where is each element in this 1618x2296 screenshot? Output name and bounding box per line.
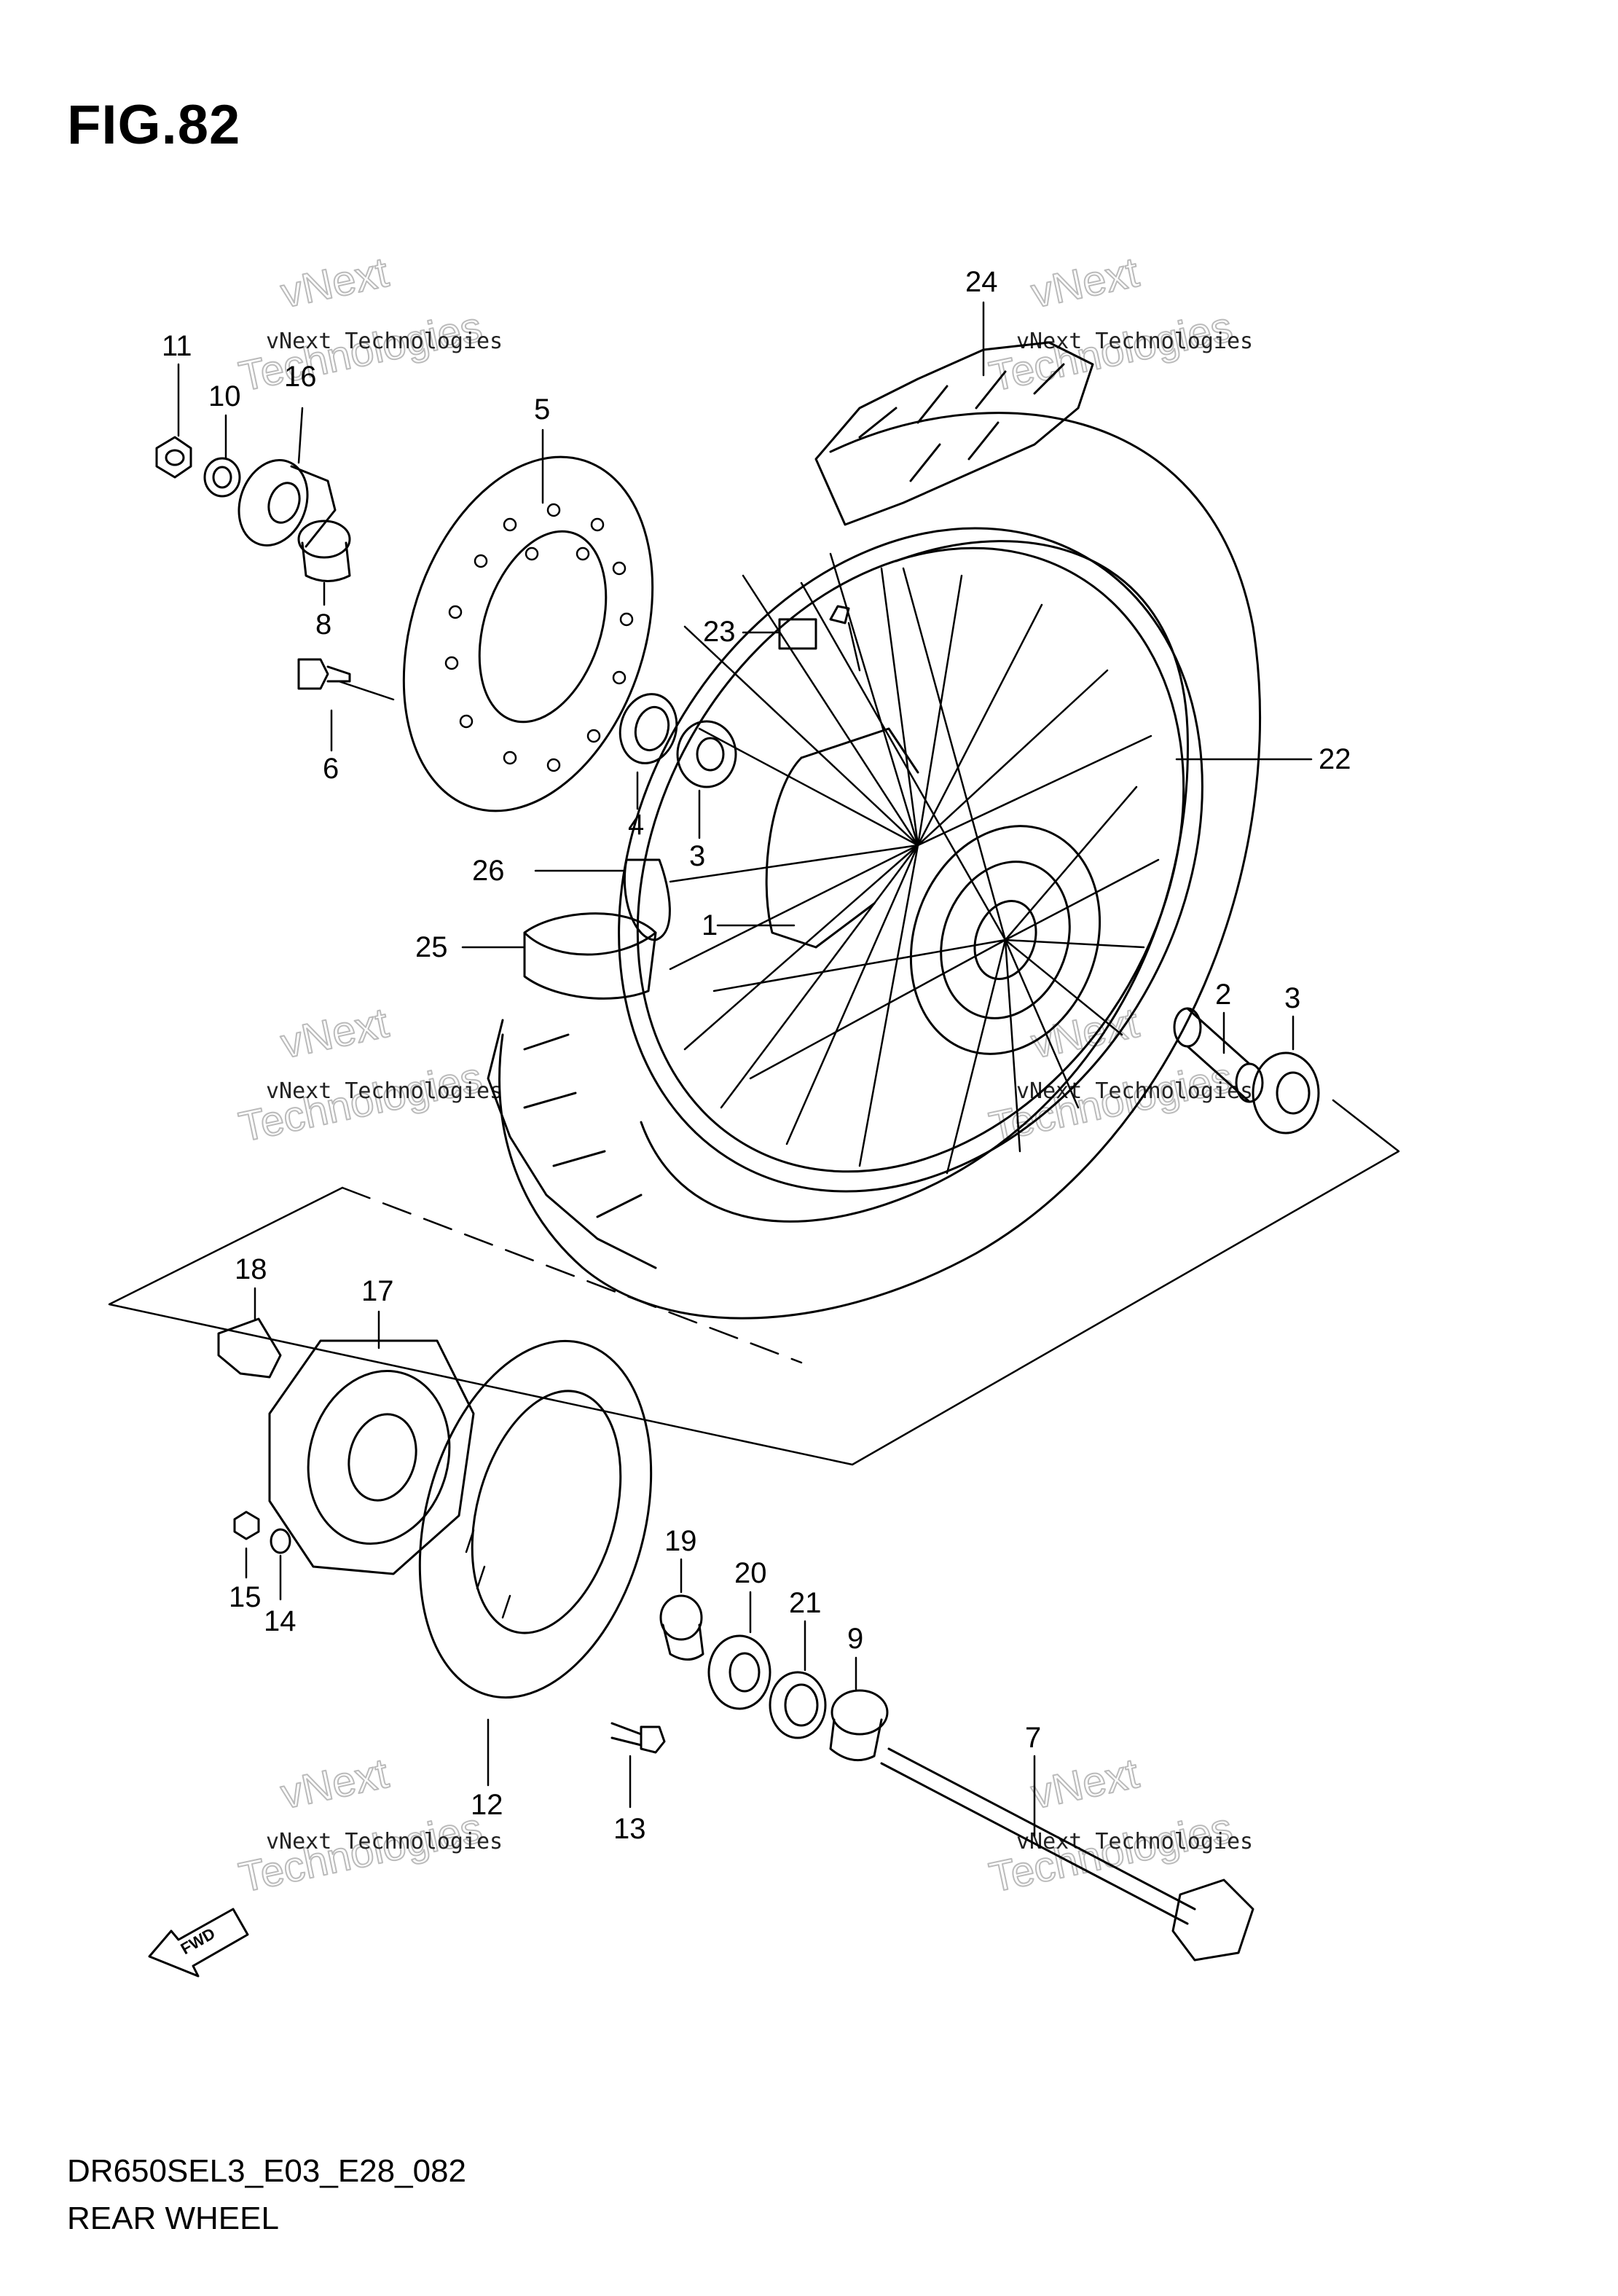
watermark-text: vNext Technologies [266, 1829, 503, 1854]
callout-1: 1 [702, 909, 718, 941]
figure-code: DR650SEL3_E03_E28_082 [67, 2153, 467, 2189]
callout-17: 17 [361, 1275, 394, 1307]
watermark-big-a: vNext [277, 1750, 393, 1818]
bushing-19 [659, 1594, 704, 1661]
callout-16: 16 [284, 361, 317, 393]
rubber-damper-18 [217, 1317, 282, 1379]
watermark-big-a: vNext [277, 999, 393, 1067]
callout-10: 10 [208, 380, 241, 412]
spacer-2 [1173, 1007, 1264, 1103]
sprocket-drum-17 [268, 1339, 475, 1575]
callout-22: 22 [1319, 743, 1351, 775]
spacer-9 [829, 1689, 889, 1762]
axle-7 [880, 1747, 1254, 1962]
callout-5: 5 [534, 393, 550, 426]
callout-labels: 11 10 16 8 6 5 4 3 26 25 1 23 24 22 2 3 … [162, 266, 1351, 1845]
watermark-text: vNext Technologies [1016, 329, 1253, 354]
callout-11: 11 [162, 330, 192, 362]
callout-3-upper: 3 [689, 840, 705, 872]
nut-15 [233, 1511, 260, 1540]
exploded-boundary [108, 1099, 1400, 1466]
fwd-arrow-icon: FWD [148, 1908, 249, 1978]
watermark-text: vNext Technologies [1016, 1078, 1253, 1104]
callout-7: 7 [1025, 1722, 1041, 1754]
callout-15: 15 [229, 1581, 262, 1613]
tube-25 [523, 912, 657, 1000]
callout-21: 21 [789, 1587, 822, 1619]
watermark-text: vNext Technologies [1016, 1829, 1253, 1854]
bolt-6 [297, 658, 351, 690]
callout-12: 12 [471, 1789, 503, 1821]
oil-seal-4 [618, 693, 678, 764]
callout-8: 8 [315, 608, 331, 640]
watermark-big-a: vNext [277, 248, 393, 317]
valve-cap-26 [623, 858, 671, 941]
callout-23: 23 [703, 616, 736, 648]
watermark-text: vNext Technologies [266, 329, 503, 354]
watermark-text: vNext Technologies [266, 1078, 503, 1104]
bolt-13 [610, 1722, 666, 1754]
brake-disc [402, 455, 654, 812]
watermarks: vNext Technologies vNext Technologies vN… [235, 248, 1254, 1903]
callout-4: 4 [628, 809, 644, 841]
wheel-spokes [669, 552, 1160, 1175]
collar-8 [297, 520, 351, 582]
callout-26: 26 [472, 855, 505, 887]
bearing-3-upper [676, 720, 737, 788]
washer-10 [203, 457, 241, 498]
callout-19: 19 [664, 1525, 697, 1557]
callout-13: 13 [613, 1813, 646, 1845]
damper-16 [237, 459, 337, 548]
watermark-big-a: vNext [1027, 1750, 1143, 1818]
callout-14: 14 [264, 1605, 296, 1637]
callout-6: 6 [323, 753, 339, 785]
callout-20: 20 [734, 1557, 767, 1589]
figure-title: FIG.82 [67, 94, 241, 156]
nut-11 [155, 436, 192, 479]
rear-sprocket-12 [418, 1339, 653, 1699]
oil-seal-21 [769, 1671, 827, 1739]
spoke-nipple-23 [778, 605, 850, 650]
washer-14 [270, 1528, 291, 1554]
leader-lines [177, 301, 1313, 1838]
rear-tire [487, 341, 1261, 1320]
callout-24: 24 [965, 266, 998, 298]
watermark-big-a: vNext [1027, 248, 1143, 317]
callout-3-right: 3 [1284, 982, 1300, 1014]
figure-name: REAR WHEEL [67, 2201, 279, 2236]
callout-2: 2 [1215, 979, 1231, 1011]
callout-25: 25 [415, 931, 448, 963]
bearing-3-right [1252, 1051, 1320, 1135]
callout-18: 18 [235, 1253, 267, 1285]
wheel-hub [765, 727, 1101, 1055]
watermark-big-a: vNext [1027, 999, 1143, 1067]
bearing-20 [707, 1634, 771, 1710]
callout-9: 9 [847, 1623, 863, 1655]
